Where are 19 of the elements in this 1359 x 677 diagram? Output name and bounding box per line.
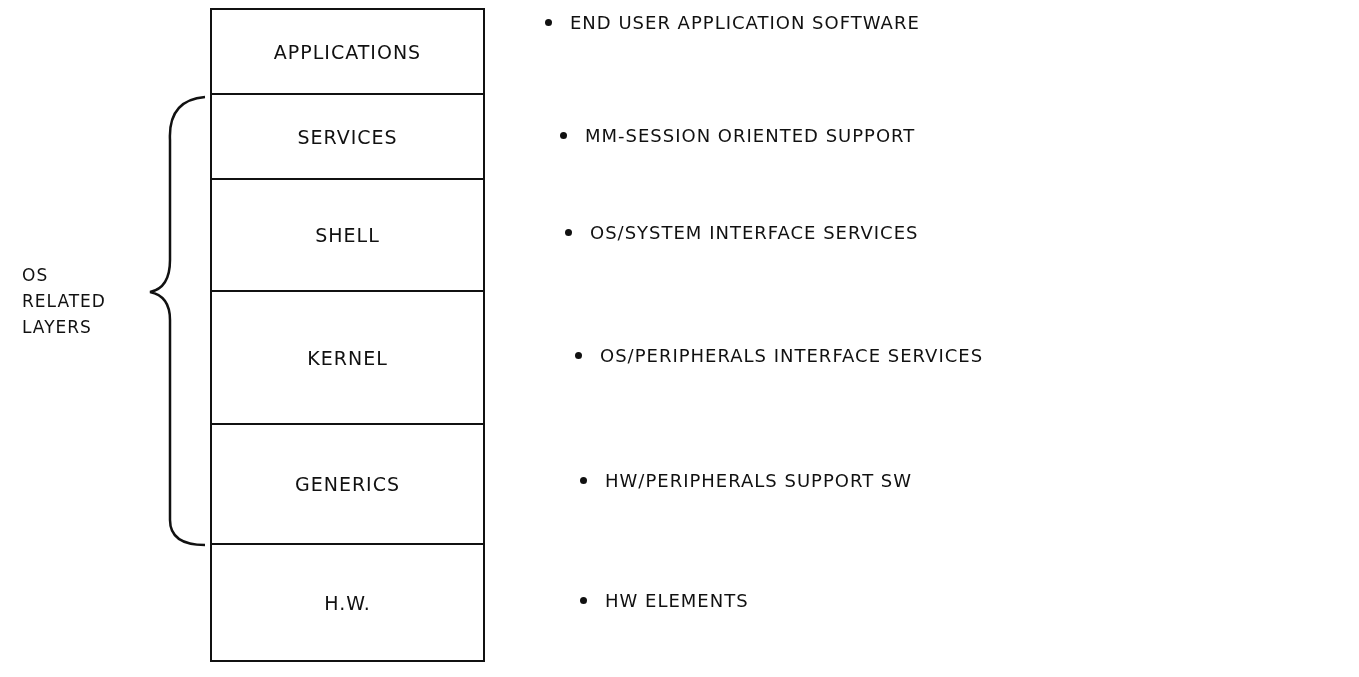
layer-description: OS/SYSTEM INTERFACE SERVICES [590, 222, 919, 243]
layer-label: APPLICATIONS [273, 40, 422, 63]
layer-label: H.W. [324, 591, 371, 614]
layer-description: HW/PERIPHERALS SUPPORT SW [605, 470, 913, 491]
layer-label: GENERICS [294, 473, 401, 495]
layer-description: MM-SESSION ORIENTED SUPPORT [585, 125, 916, 146]
layer-box [210, 93, 485, 180]
layer-description: HW ELEMENTS [605, 590, 749, 611]
layer-label: KERNEL [307, 346, 388, 369]
layer-label: SERVICES [297, 125, 398, 148]
layer-description: OS/PERIPHERALS INTERFACE SERVICES [600, 345, 984, 366]
layer-box [210, 543, 485, 662]
layer-label: SHELL [315, 224, 380, 246]
layer-box [210, 8, 485, 95]
layer-box [210, 178, 485, 292]
layer-box [210, 423, 485, 545]
group-label: OS RELATED LAYERS [22, 264, 107, 339]
layer-box [210, 290, 485, 425]
layer-description: END USER APPLICATION SOFTWARE [570, 12, 920, 33]
